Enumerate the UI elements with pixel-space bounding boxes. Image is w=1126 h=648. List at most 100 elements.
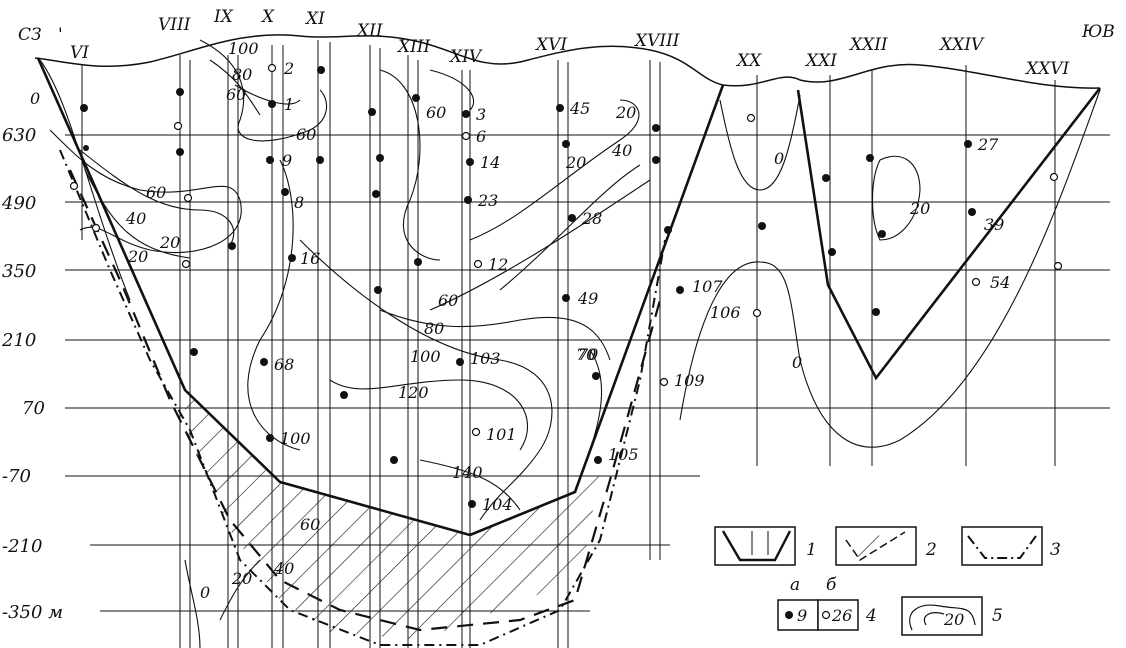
well-label: 101: [486, 425, 517, 444]
legend-item-1: 1: [714, 526, 817, 566]
profile-label: XXIV: [938, 35, 985, 55]
legend-number: 4: [865, 606, 877, 626]
elevation-label: 350: [2, 261, 36, 282]
well-label: 14: [480, 153, 500, 172]
open-pit-outline-2: [796, 87, 1102, 381]
contour-label: 60: [300, 515, 320, 534]
well-label: 103: [470, 349, 501, 368]
well-label: 3: [476, 105, 486, 124]
contour-label: 20: [231, 569, 252, 588]
direction-label-nw: СЗ: [18, 25, 42, 45]
contour-labels: 0 60 40 20 100 80 60 60 60 20 40 60 80 1…: [30, 39, 930, 602]
contour-label: 70: [578, 345, 598, 364]
well-label: 100: [280, 429, 311, 448]
elevation-label: -70: [2, 466, 31, 487]
legend-sub-a: а: [790, 575, 800, 595]
well-label: 107: [692, 277, 723, 296]
contour-label: 20: [615, 103, 636, 122]
well-label: 45: [569, 99, 590, 118]
profile-label: XXVI: [1024, 59, 1069, 79]
contour-label: 40: [611, 141, 632, 160]
direction-apostrophe: ': [58, 25, 63, 45]
contour-label: 0: [774, 149, 784, 168]
contour-label: 100: [228, 39, 259, 58]
contour-label: 100: [410, 347, 441, 366]
well-labels: 2 1 9 8 16 68 100 3 6 14 23 12 103 101 1…: [274, 59, 1010, 514]
profile-label: VIII: [158, 15, 191, 35]
elevation-label: 210: [1, 330, 36, 351]
legend: 1 2 3 а б 9 26 4 20 5: [714, 526, 1061, 636]
elevation-labels: 630 490 350 210 70 -70 -210 -350 м: [1, 125, 63, 623]
profile-label: XXI: [804, 51, 837, 71]
well-label: 49: [577, 289, 598, 308]
legend-number: 1: [806, 540, 817, 560]
isolines: [39, 39, 1101, 648]
contour-label: 120: [398, 383, 429, 402]
well-label: 28: [581, 209, 602, 228]
profile-label: XIII: [396, 37, 431, 57]
legend-number: 2: [925, 540, 937, 560]
contour-label: 40: [125, 209, 146, 228]
elevation-label: -210: [2, 536, 42, 557]
direction-label-se: ЮВ: [1081, 22, 1115, 42]
well-label: 105: [608, 445, 639, 464]
well-label: 23: [477, 191, 498, 210]
legend-contour-sample: 20: [943, 610, 964, 629]
profile-label: VI: [70, 43, 89, 63]
well-label: 104: [482, 495, 513, 514]
profile-label: XIV: [448, 47, 483, 67]
hatched-zone: [185, 390, 600, 640]
contour-label: 20: [159, 233, 180, 252]
profile-label: XII: [355, 21, 383, 41]
contour-label: 0: [30, 89, 40, 108]
well-label: 106: [710, 303, 741, 322]
contour-label: 40: [273, 559, 294, 578]
well-label: 16: [300, 249, 320, 268]
contour-label: 80: [232, 65, 252, 84]
elevation-label: 630: [2, 125, 36, 146]
legend-number: 5: [992, 606, 1003, 626]
legend-sample-a: 9: [797, 606, 807, 625]
legend-sub-b: б: [826, 575, 837, 595]
well-label: 54: [990, 273, 1010, 292]
dashed-boundary: [68, 169, 662, 632]
legend-sample-b: 26: [831, 606, 852, 625]
contour-label: 60: [296, 125, 316, 144]
dash-dot-boundary: [59, 149, 666, 646]
contour-label: 140: [452, 463, 483, 482]
legend-number: 3: [1050, 540, 1061, 560]
contour-label: 20: [127, 247, 148, 266]
contour-label: 60: [146, 183, 166, 202]
contour-label: 80: [424, 319, 444, 338]
contour-label: 60: [426, 103, 446, 122]
legend-item-4: а б 9 26 4: [777, 575, 877, 631]
well-label: 39: [984, 215, 1004, 234]
legend-item-2: 2: [835, 526, 937, 566]
profile-line-labels: VI VIII IX X XI XII XIII XIV XVI XVIII X…: [70, 7, 1069, 79]
well-label: 70: [576, 345, 596, 364]
profile-label: IX: [213, 7, 234, 27]
legend-item-3: 3: [961, 526, 1061, 566]
profile-label: XVI: [534, 35, 567, 55]
contour-label: 60: [438, 291, 458, 310]
wells-filled: [80, 66, 976, 508]
elevation-grid: [65, 134, 1110, 612]
profile-label: X: [260, 7, 275, 27]
wells-open: [69, 63, 1063, 437]
well-label: 20: [565, 153, 586, 172]
contour-label: 0: [792, 353, 802, 372]
well-label: 2: [283, 59, 294, 78]
well-label: 68: [274, 355, 294, 374]
well-label: 6: [476, 127, 486, 146]
legend-item-5: 20 5: [901, 596, 1003, 636]
well-label: 109: [674, 371, 705, 390]
ground-surface: [34, 34, 1101, 89]
contour-label: 20: [909, 199, 930, 218]
well-label: 1: [284, 95, 294, 114]
contour-label: 60: [226, 85, 246, 104]
elevation-label: 70: [22, 398, 45, 419]
profile-label: XVIII: [633, 31, 680, 51]
contour-label: 0: [200, 583, 210, 602]
profile-label: XXII: [848, 35, 888, 55]
